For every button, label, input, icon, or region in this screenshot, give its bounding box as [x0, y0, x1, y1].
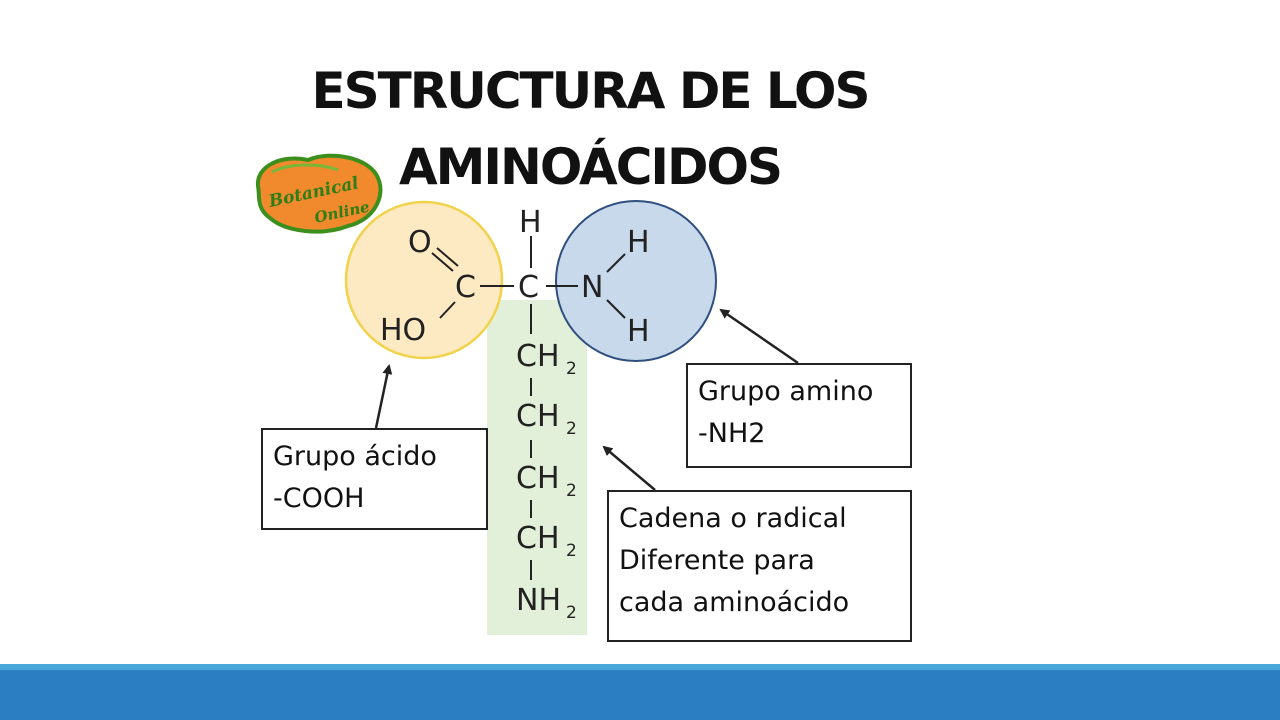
- acid-label-line-1: Grupo ácido: [273, 441, 437, 472]
- acid-group-label: Grupo ácido -COOH: [261, 428, 488, 530]
- chain-group-5: NH 2: [516, 583, 577, 623]
- bond-n-h1: [606, 253, 626, 273]
- logo-leaf-stroke: [271, 163, 339, 174]
- chain-group-main: CH: [516, 521, 560, 556]
- chain-group-main: CH: [516, 339, 560, 374]
- atom-acid-ho: HO: [380, 313, 426, 348]
- acid-label-line-2: -COOH: [273, 482, 365, 514]
- chain-group-sub: 2: [566, 419, 577, 439]
- amino-group-circle: [555, 200, 717, 362]
- title-line-2: AMINOÁCIDOS: [398, 138, 783, 196]
- title-line-1: ESTRUCTURA DE LOS: [311, 62, 870, 120]
- arrow-chain: [602, 445, 656, 491]
- atom-acid-o: O: [408, 225, 432, 260]
- chain-label-line-2: Diferente para: [619, 544, 815, 576]
- amino-label-line-2: -NH2: [698, 417, 766, 449]
- bond-c-o-a: [431, 252, 454, 272]
- chain-group-1: CH 2: [516, 339, 577, 379]
- chain-group-sub: 2: [566, 603, 577, 623]
- atom-alpha-c: C: [518, 270, 539, 305]
- chain-group-main: CH: [516, 399, 560, 434]
- bonds: [431, 236, 626, 580]
- amino-label-line-1: Grupo amino: [698, 376, 874, 407]
- chain-group-main: CH: [516, 461, 560, 496]
- arrow-amino: [719, 308, 799, 365]
- atom-acid-c: C: [455, 270, 476, 305]
- logo-blob: [255, 153, 383, 234]
- chain-label-line-3: cada aminoácido: [619, 586, 850, 618]
- acid-group-circle: [344, 200, 504, 360]
- side-chain-highlight: [487, 300, 587, 635]
- footer-accent-bar: [0, 664, 1280, 670]
- bond-n-h2: [606, 299, 626, 319]
- chain-group-sub: 2: [566, 481, 577, 501]
- atom-amine-h1: H: [627, 225, 650, 260]
- side-chain-label: Cadena o radical Diferente para cada ami…: [607, 490, 912, 642]
- chain-group-sub: 2: [566, 541, 577, 561]
- chain-group-4: CH 2: [516, 521, 577, 561]
- chain-group-sub: 2: [566, 359, 577, 379]
- footer-bar: [0, 670, 1280, 720]
- bond-c-o-b: [436, 247, 459, 267]
- chain-label-line-1: Cadena o radical: [619, 503, 847, 534]
- atom-amine-h2: H: [627, 314, 650, 349]
- atom-alpha-h: H: [519, 205, 542, 240]
- bond-c-oh: [439, 301, 456, 319]
- chain-group-3: CH 2: [516, 461, 577, 501]
- chain-group-2: CH 2: [516, 399, 577, 439]
- arrow-acid: [374, 364, 393, 429]
- botanical-online-logo: Botanical Online: [252, 148, 388, 236]
- chain-group-main: NH: [516, 583, 561, 618]
- atom-amine-n: N: [581, 270, 603, 305]
- amino-group-label: Grupo amino -NH2: [686, 363, 912, 468]
